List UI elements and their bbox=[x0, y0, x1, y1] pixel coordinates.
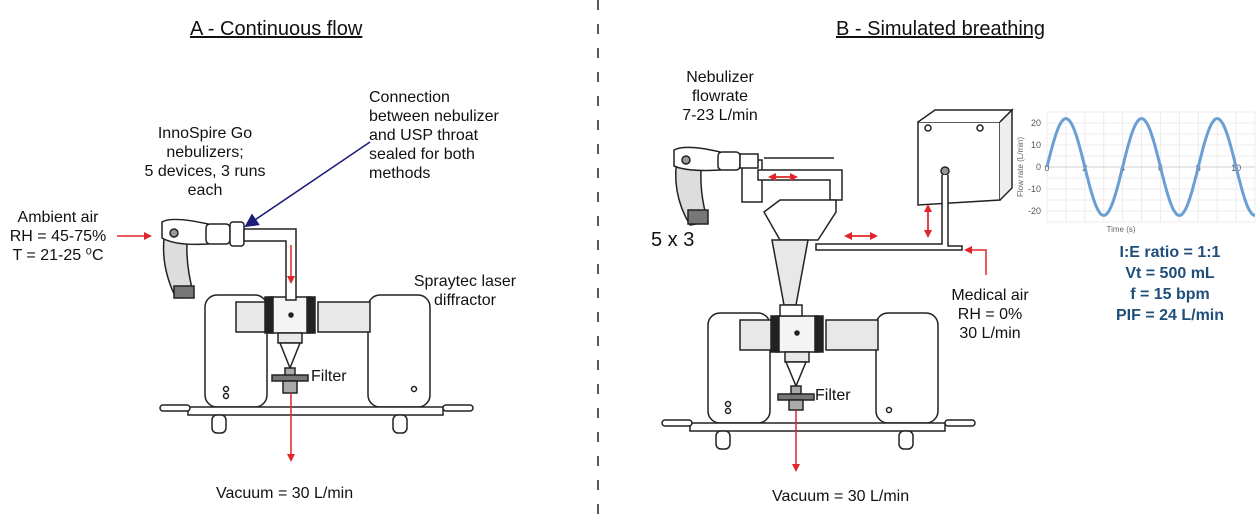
breathing-simulator bbox=[815, 108, 1014, 251]
ambient-air-label: Ambient air RH = 45-75% T = 21-25 ⁰C bbox=[9, 209, 107, 264]
filter-label-a: Filter bbox=[311, 368, 347, 385]
flow-arrows-a bbox=[117, 232, 295, 462]
panel-a-title: A - Continuous flow bbox=[190, 18, 363, 40]
vacuum-label-a: Vacuum = 30 L/min bbox=[216, 485, 354, 502]
spraytec-diffractor-a bbox=[159, 294, 474, 434]
y-tick-label: 20 bbox=[1031, 118, 1041, 128]
x-tick-label: 0 bbox=[1044, 163, 1049, 173]
panel-b-title: B - Simulated breathing bbox=[836, 18, 1046, 40]
y-tick-label: -10 bbox=[1028, 184, 1041, 194]
y-tick-label: -20 bbox=[1028, 206, 1041, 216]
flow-series-line bbox=[1045, 117, 1256, 217]
connection-pointer-arrow bbox=[244, 141, 371, 228]
vacuum-label-b: Vacuum = 30 L/min bbox=[772, 488, 910, 505]
medical-air-label: Medical air RH = 0% 30 L/min bbox=[951, 287, 1029, 342]
x-axis-label: Time (s) bbox=[1106, 225, 1135, 234]
spraytec-label: Spraytec laser diffractor bbox=[413, 273, 517, 309]
breathing-parameters: I:E ratio = 1:1 Vt = 500 mL f = 15 bpm P… bbox=[1115, 244, 1225, 324]
nebulizer-device-b bbox=[673, 146, 759, 226]
device-count-label: 5 x 3 bbox=[651, 229, 695, 251]
nebulizer-device-a bbox=[161, 218, 297, 301]
spraytec-diffractor-b bbox=[661, 312, 976, 450]
nebulizer-label: InnoSpire Go nebulizers; 5 devices, 3 ru… bbox=[144, 125, 266, 199]
usp-throat-b bbox=[741, 157, 843, 317]
y-axis-label: Flow rate (L/min) bbox=[1016, 137, 1025, 197]
flowrate-label: Nebulizer flowrate 7-23 L/min bbox=[682, 69, 758, 124]
y-tick-label: 10 bbox=[1031, 140, 1041, 150]
filter-label-b: Filter bbox=[815, 387, 851, 404]
connection-label: Connection between nebulizer and USP thr… bbox=[369, 89, 499, 182]
y-tick-label: 0 bbox=[1036, 162, 1041, 172]
flow-arrows-b bbox=[768, 173, 987, 472]
